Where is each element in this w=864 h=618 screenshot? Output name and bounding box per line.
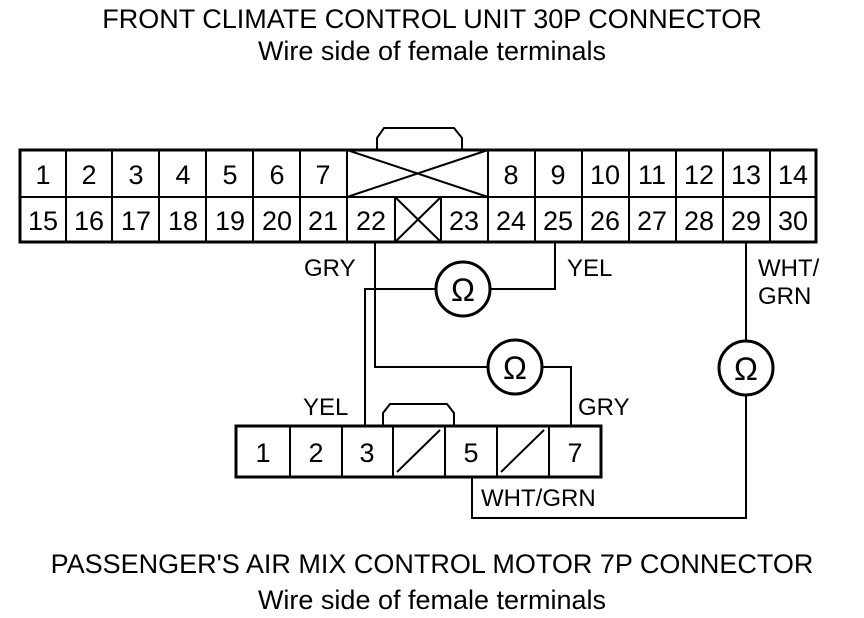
ohmmeter-2: Ω xyxy=(486,338,544,396)
top-connector-subtitle: Wire side of female terminals xyxy=(257,36,607,66)
wire-gry xyxy=(374,242,488,368)
top-connector-title: FRONT CLIMATE CONTROL UNIT 30P CONNECTOR xyxy=(102,4,762,34)
top-pin-1: 1 xyxy=(35,160,50,190)
top-pin-5: 5 xyxy=(222,160,237,190)
bottom-connector-subtitle: Wire side of female terminals xyxy=(257,585,607,615)
top-pin-11: 11 xyxy=(638,160,666,190)
top-pin-2: 2 xyxy=(81,160,96,190)
top-pin-23: 23 xyxy=(449,206,479,236)
wire-yel-to-pin3 xyxy=(364,288,436,426)
wire-label-yel-top: YEL xyxy=(567,255,612,282)
ohm-icon: Ω xyxy=(734,351,758,387)
top-pin-19: 19 xyxy=(215,206,245,236)
top-pin-10: 10 xyxy=(590,160,620,190)
top-connector: 1 2 3 4 5 6 7 8 9 10 11 12 13 14 15 16 1… xyxy=(18,127,818,244)
top-pin-8: 8 xyxy=(503,160,518,190)
top-pin-15: 15 xyxy=(28,206,58,236)
top-pin-30: 30 xyxy=(778,206,808,236)
top-pin-7: 7 xyxy=(315,160,330,190)
wire-label-wht-grn-top: WHT/ GRN xyxy=(758,255,826,310)
top-pin-16: 16 xyxy=(74,206,104,236)
top-pin-17: 17 xyxy=(121,206,151,236)
wire-label-gry-top: GRY xyxy=(304,255,356,282)
top-pin-4: 4 xyxy=(175,160,190,190)
top-pin-13: 13 xyxy=(731,160,761,190)
top-pin-25: 25 xyxy=(543,206,573,236)
top-pin-3: 3 xyxy=(128,160,143,190)
wire-label-yel-bottom: YEL xyxy=(303,394,348,421)
wire-label-wht-grn-bottom: WHT/GRN xyxy=(481,485,596,512)
top-pin-27: 27 xyxy=(637,206,667,236)
ohmmeter-3: Ω xyxy=(717,339,775,397)
bottom-connector-title: PASSENGER'S AIR MIX CONTROL MOTOR 7P CON… xyxy=(50,549,814,579)
bottom-connector: 1 2 3 5 7 xyxy=(234,403,603,479)
top-pin-28: 28 xyxy=(684,206,714,236)
top-pin-6: 6 xyxy=(269,160,284,190)
ohmmeter-1: Ω xyxy=(434,260,492,318)
top-pin-12: 12 xyxy=(684,160,714,190)
bottom-pin-5: 5 xyxy=(463,438,478,468)
top-pin-14: 14 xyxy=(778,160,808,190)
top-pin-21: 21 xyxy=(308,206,338,236)
top-connector-latch xyxy=(376,127,463,150)
bottom-connector-latch xyxy=(382,403,455,426)
bottom-pin-2: 2 xyxy=(308,438,323,468)
top-pin-18: 18 xyxy=(168,206,198,236)
top-pin-9: 9 xyxy=(550,160,565,190)
top-pin-20: 20 xyxy=(262,206,292,236)
bottom-pin-7: 7 xyxy=(567,438,582,468)
bottom-pin-1: 1 xyxy=(255,438,270,468)
ohm-icon: Ω xyxy=(503,350,527,386)
wire-yel xyxy=(491,242,556,290)
top-pin-26: 26 xyxy=(590,206,620,236)
bottom-pin-3: 3 xyxy=(359,438,374,468)
wire-label-gry-bottom: GRY xyxy=(578,394,630,421)
bottom-blank-slash-4 xyxy=(396,429,441,473)
wire-gry-to-pin7 xyxy=(543,366,572,426)
wire-wht-grn-to-pin5 xyxy=(471,394,747,519)
top-pin-29: 29 xyxy=(731,206,761,236)
wires xyxy=(364,242,747,519)
top-pin-24: 24 xyxy=(496,206,526,236)
ohm-icon: Ω xyxy=(451,272,475,308)
bottom-blank-slash-6 xyxy=(500,429,545,473)
top-pin-22: 22 xyxy=(356,206,386,236)
